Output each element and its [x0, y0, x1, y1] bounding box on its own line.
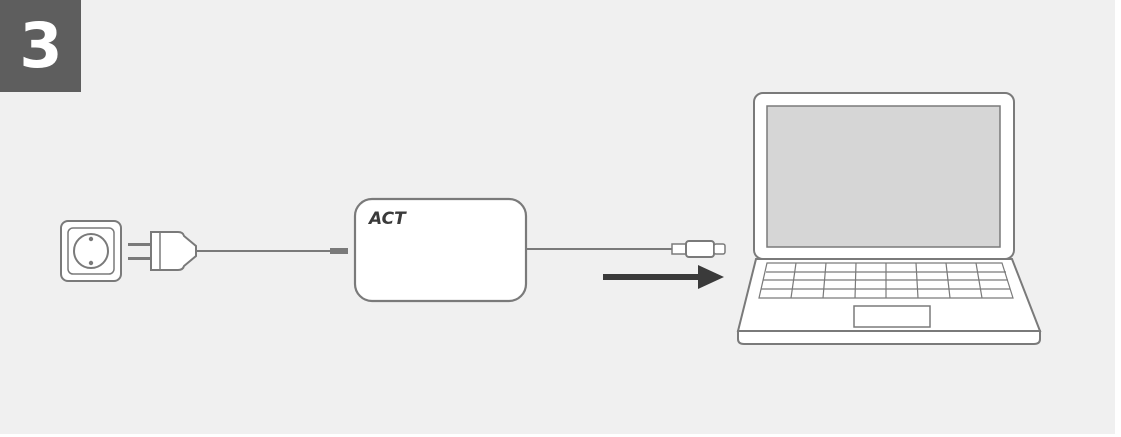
arrow-right-icon	[603, 265, 724, 289]
usb-c-connector-icon	[671, 240, 726, 258]
laptop-screen	[766, 105, 1001, 248]
power-plug-icon	[128, 231, 197, 271]
step-number-badge: 3	[0, 0, 81, 92]
laptop-icon	[736, 92, 1042, 345]
laptop-trackpad	[853, 305, 931, 328]
adapter-brand-label: ACT	[367, 209, 407, 229]
cable-strain-relief	[330, 248, 348, 254]
power-adapter-icon: ACT	[353, 197, 528, 303]
laptop-keyboard	[758, 262, 1014, 299]
wall-socket-icon	[60, 220, 122, 282]
